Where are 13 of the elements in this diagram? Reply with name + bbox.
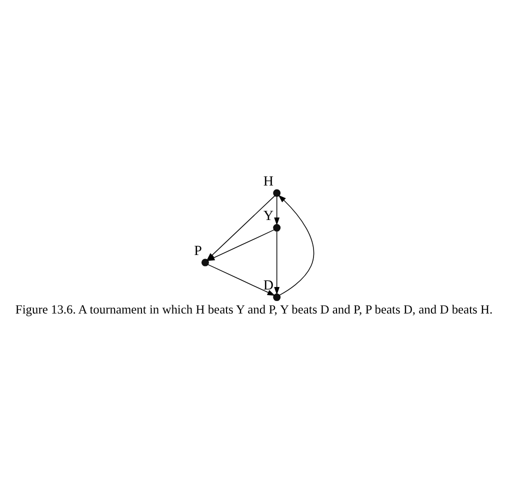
arrow xyxy=(278,194,314,296)
node-label: P xyxy=(194,243,202,258)
arrow xyxy=(208,264,276,296)
node-label: Y xyxy=(263,208,274,224)
node-label: H xyxy=(263,174,274,189)
caption: Figure 13.6. A tournament in which H beats Y and P, Y beats D and P, P beats D, and D beats H. xyxy=(15,302,493,316)
node-label: D xyxy=(263,278,274,294)
node-circle xyxy=(273,188,281,196)
node-circle xyxy=(273,293,281,301)
arrow xyxy=(274,230,280,294)
arrow xyxy=(274,196,280,225)
node-circle xyxy=(201,258,209,266)
node-circle xyxy=(273,224,281,232)
